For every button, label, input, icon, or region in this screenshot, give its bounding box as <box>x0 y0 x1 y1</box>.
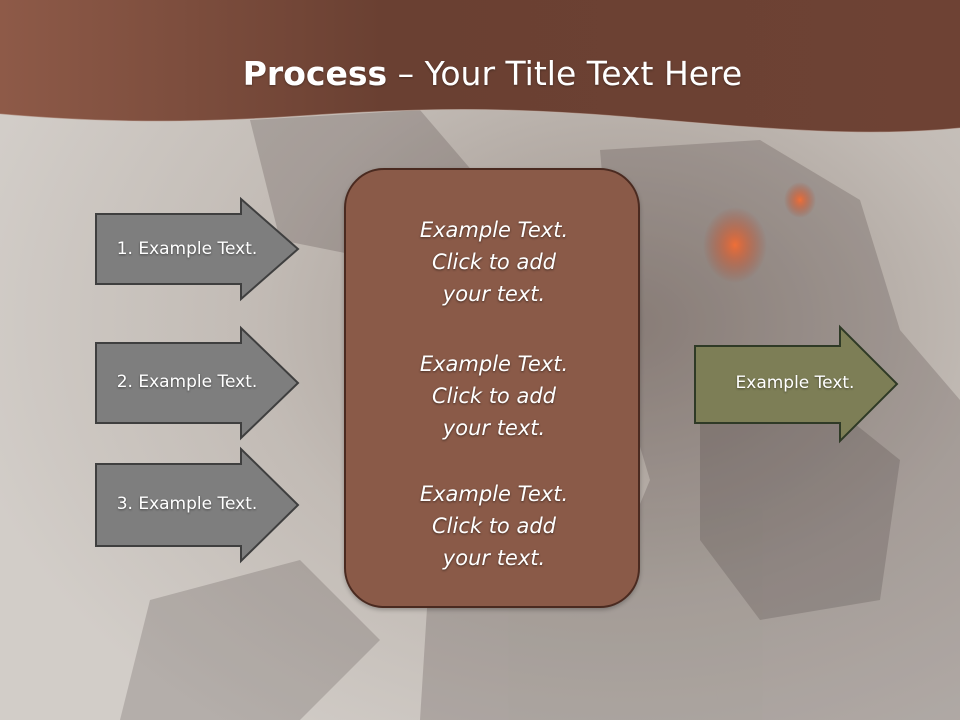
left-arrow-2-label: 2. Example Text. <box>116 372 258 392</box>
arrow-right-shape <box>694 324 899 444</box>
arrow-right-shape <box>95 325 300 441</box>
title-bold: Process <box>242 54 388 93</box>
right-arrow-label: Example Text. <box>735 373 855 393</box>
slide-title: Process – Your Title Text Here <box>0 52 960 96</box>
center-text-block-1: Example Text. Click to add your text. <box>419 218 569 306</box>
left-arrow-3-label: 3. Example Text. <box>116 494 258 514</box>
center-text-block-3: Example Text. Click to add your text. <box>419 482 569 570</box>
center-text-block-2: Example Text. Click to add your text. <box>419 352 569 440</box>
arrow-right-shape <box>95 446 300 564</box>
title-rest: – Your Title Text Here <box>387 54 743 93</box>
left-arrow-1-label: 1. Example Text. <box>116 239 258 259</box>
center-text-box: Example Text. Click to add your text. Ex… <box>344 168 640 608</box>
arrow-right-shape <box>95 196 300 302</box>
